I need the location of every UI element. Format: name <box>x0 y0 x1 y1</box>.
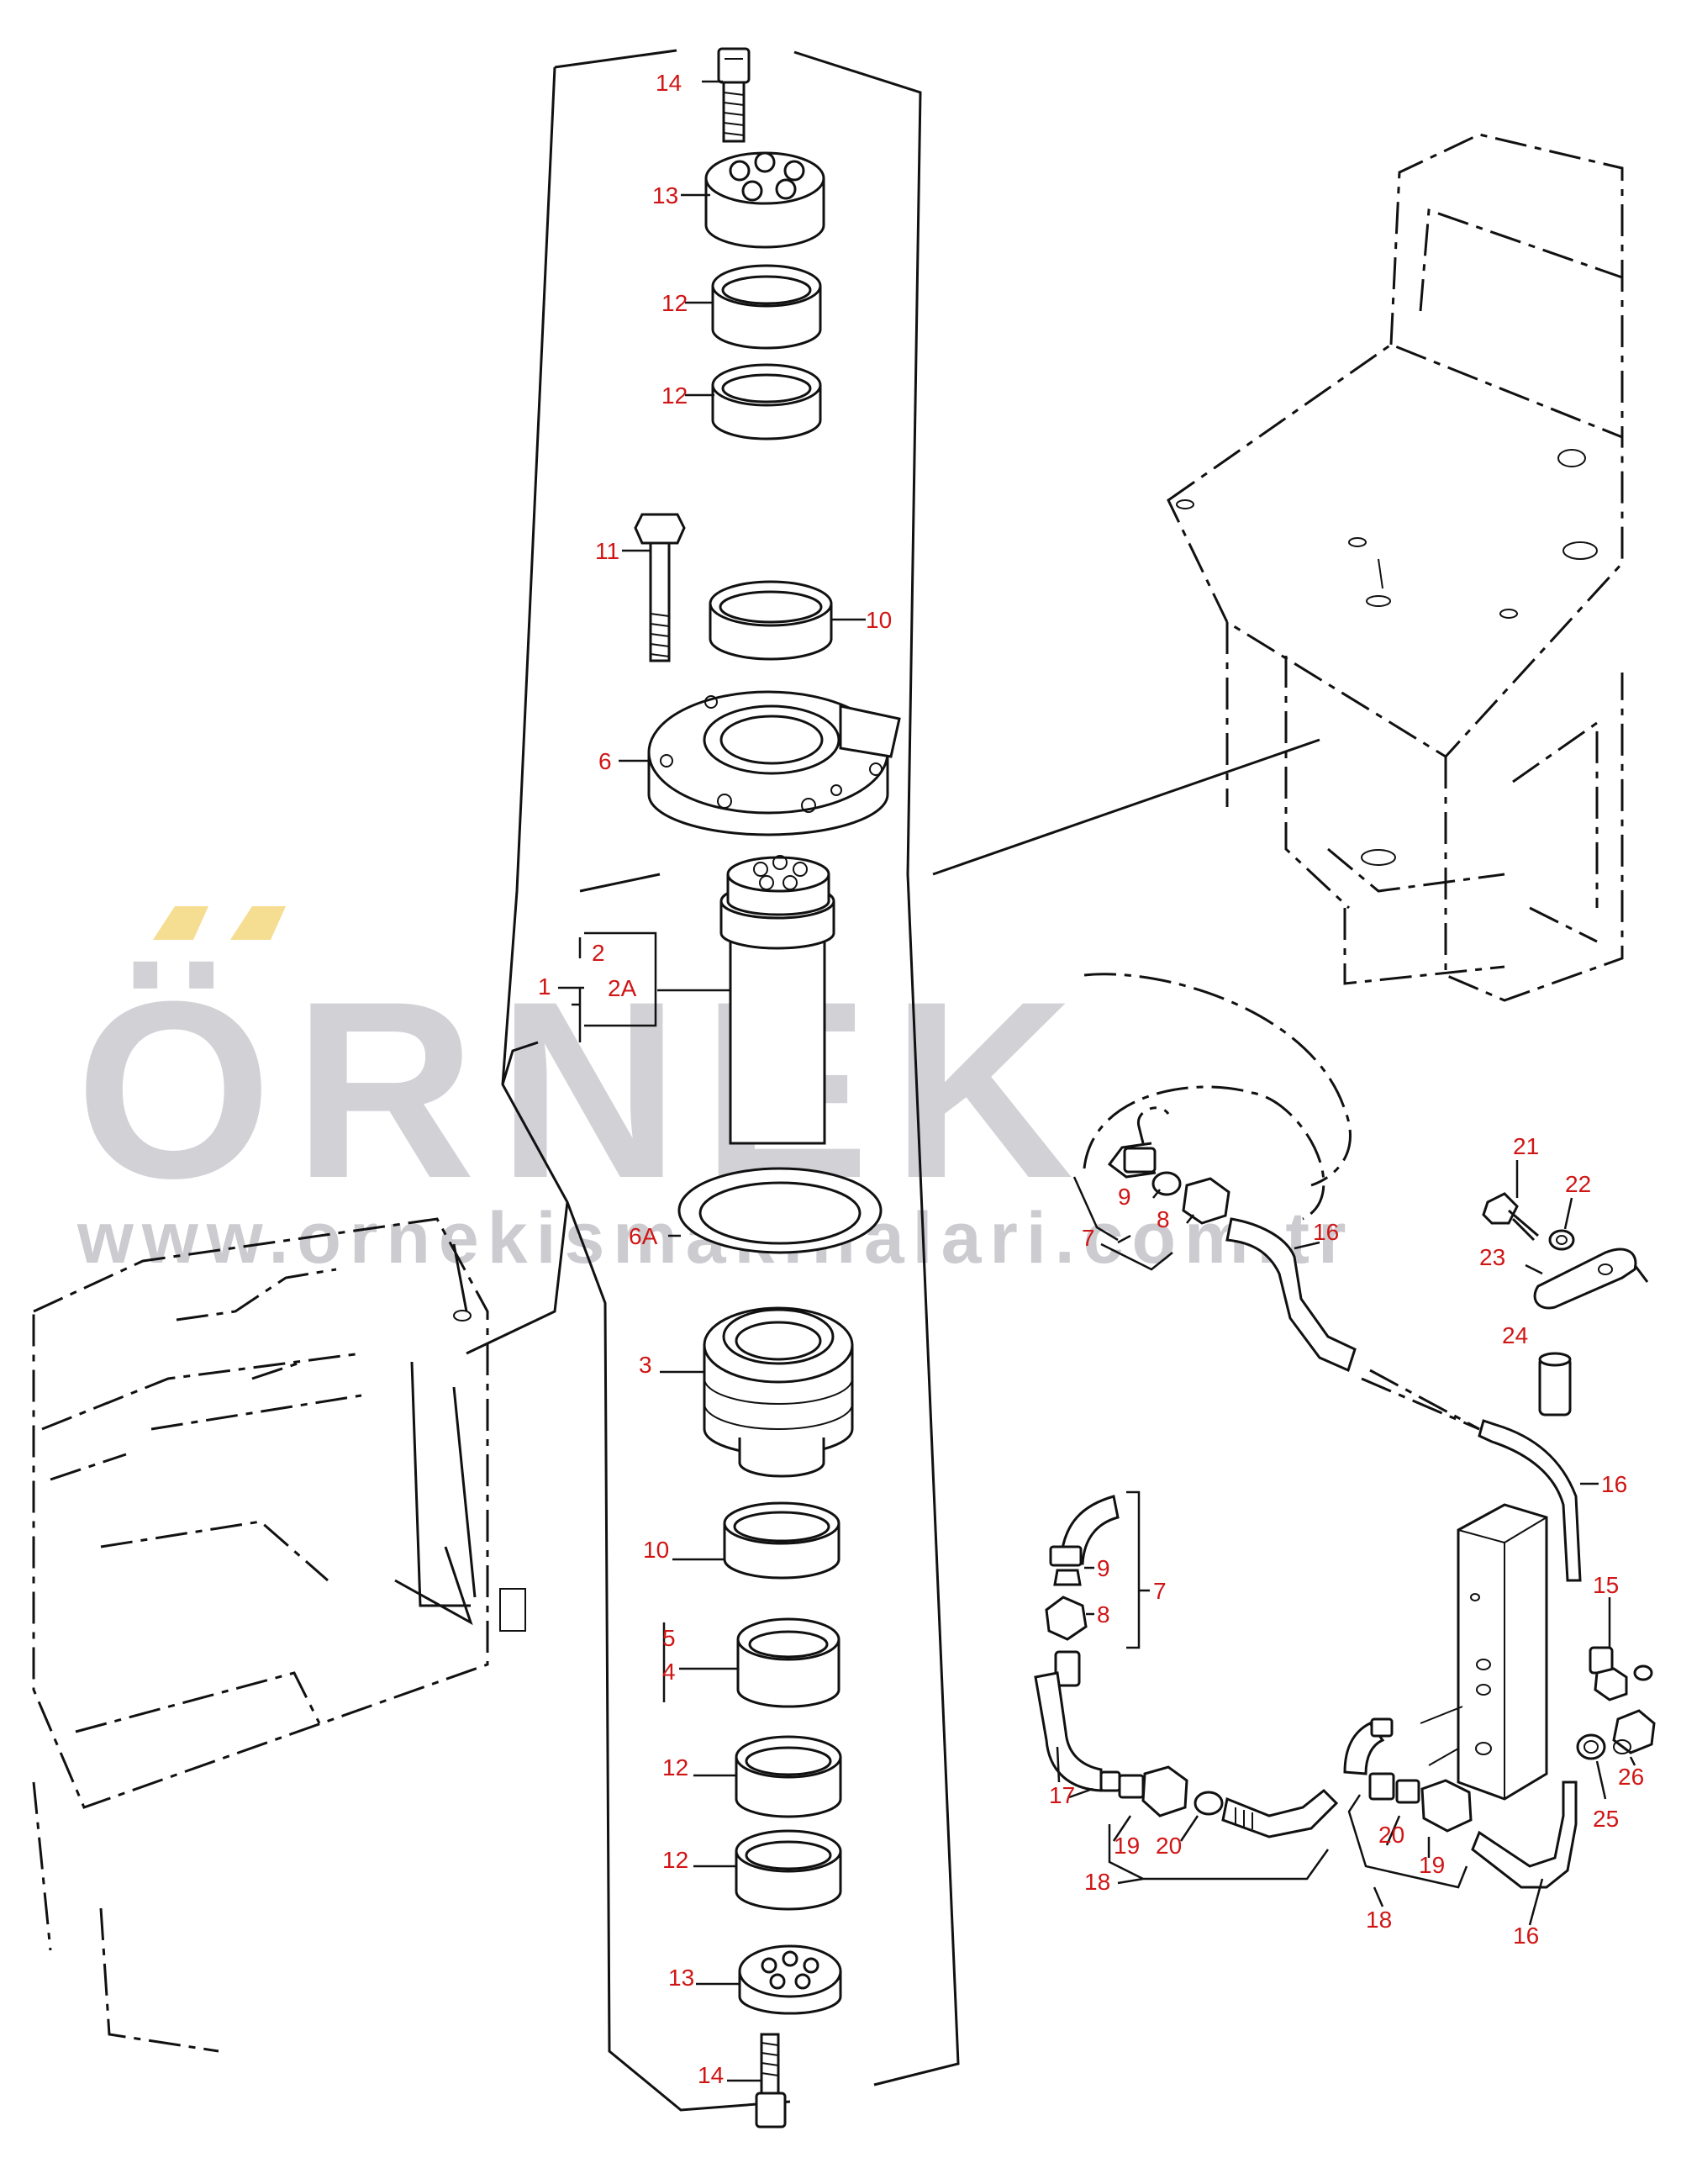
callout-20-left: 20 <box>1156 1833 1182 1859</box>
lower-elbow-fitting <box>1045 1495 1120 1687</box>
callout-16-lower: 16 <box>1513 1923 1539 1949</box>
part-11-bolt <box>634 513 686 662</box>
part-21-bolt <box>1482 1192 1539 1242</box>
callout-5: 5 <box>662 1625 676 1651</box>
callout-7-lower: 7 <box>1153 1578 1167 1604</box>
callout-7-upper: 7 <box>1082 1225 1095 1251</box>
callout-8-lower: 8 <box>1097 1601 1110 1627</box>
part-10-ring-upper <box>709 580 833 661</box>
callout-12-d: 12 <box>662 1847 688 1873</box>
callout-17: 17 <box>1049 1782 1075 1808</box>
callout-16-upper: 16 <box>1313 1219 1339 1245</box>
callout-9-lower: 9 <box>1097 1555 1110 1581</box>
manifold-block <box>1420 1503 1548 1801</box>
callout-26: 26 <box>1618 1764 1644 1790</box>
callout-14-bottom: 14 <box>698 2062 724 2088</box>
lower-left-assembly <box>1099 1765 1339 1838</box>
callout-6: 6 <box>598 748 612 774</box>
part-26-plug <box>1612 1709 1656 1754</box>
part-6-flange <box>647 690 901 836</box>
callout-12-a: 12 <box>661 290 688 316</box>
lower-right-assembly <box>1343 1717 1578 1889</box>
part-12-ring-a <box>711 264 822 350</box>
part-25-washer <box>1576 1733 1606 1760</box>
part-3-bearing <box>703 1306 854 1478</box>
callout-1: 1 <box>538 973 551 1000</box>
watermark: ÖRNEK www.ornekismakinalari.com.tr <box>76 906 1346 1279</box>
callout-25: 25 <box>1593 1806 1619 1832</box>
callout-15: 15 <box>1593 1572 1619 1598</box>
callout-22: 22 <box>1565 1171 1591 1197</box>
callout-24: 24 <box>1502 1322 1528 1348</box>
callout-14-top: 14 <box>656 70 682 96</box>
callout-10-lower: 10 <box>643 1537 669 1563</box>
watermark-brand: ÖRNEK <box>76 948 1095 1231</box>
part-13-bottom-collar <box>738 1944 842 2015</box>
part-13-top-collar <box>704 151 825 249</box>
part-15-fitting <box>1589 1646 1653 1701</box>
upper-fittings <box>1083 973 1480 1431</box>
part-2-shaft <box>719 855 835 1145</box>
callout-3: 3 <box>639 1352 652 1378</box>
part-17-hose <box>1034 1671 1103 1792</box>
callout-19-left: 19 <box>1114 1833 1140 1859</box>
callout-19-right: 19 <box>1419 1852 1445 1878</box>
right-housing <box>932 133 1624 1002</box>
watermark-accent-right <box>230 906 286 940</box>
left-frame <box>32 1201 569 2053</box>
callout-4: 4 <box>662 1659 676 1685</box>
watermark-accent-left <box>153 906 208 940</box>
part-12-ring-b <box>711 363 822 440</box>
callout-13-bottom: 13 <box>668 1965 694 1991</box>
callout-8-upper: 8 <box>1157 1206 1170 1232</box>
part-14-bottom-bolt <box>755 2033 787 2129</box>
callout-18-left: 18 <box>1084 1869 1110 1895</box>
callout-13-top: 13 <box>652 182 678 208</box>
callout-2a: 2A <box>608 975 637 1001</box>
callout-labels: 14 13 12 12 11 10 6 2 1 2A 6A 3 10 5 4 1… <box>538 70 1644 2088</box>
callout-12-c: 12 <box>662 1754 688 1780</box>
callout-18-right: 18 <box>1366 1907 1392 1933</box>
part-23-clamp <box>1533 1248 1649 1310</box>
callout-6a: 6A <box>629 1223 658 1249</box>
part-22-washer <box>1548 1229 1575 1251</box>
leader-lines <box>558 80 1636 2082</box>
part-12-ring-d <box>735 1829 842 1911</box>
part-16-hose-upper <box>1361 1377 1582 1582</box>
part-6a-washer <box>677 1167 883 1254</box>
callout-23: 23 <box>1479 1244 1505 1270</box>
callout-2: 2 <box>592 940 605 966</box>
callout-16-middle: 16 <box>1601 1471 1627 1497</box>
part-4-sleeve <box>736 1617 840 1708</box>
column-outline <box>501 49 960 2112</box>
part-12-ring-c <box>735 1735 842 1818</box>
callout-9-upper: 9 <box>1118 1184 1131 1210</box>
part-14-top-bolt <box>717 47 751 143</box>
callout-20-right: 20 <box>1378 1822 1404 1848</box>
part-24-sleeve <box>1538 1352 1572 1416</box>
callout-12-b: 12 <box>661 382 688 409</box>
callout-21: 21 <box>1513 1133 1539 1159</box>
part-10-ring-lower <box>723 1501 840 1580</box>
callout-10-upper: 10 <box>866 607 892 633</box>
callout-11: 11 <box>595 538 619 564</box>
